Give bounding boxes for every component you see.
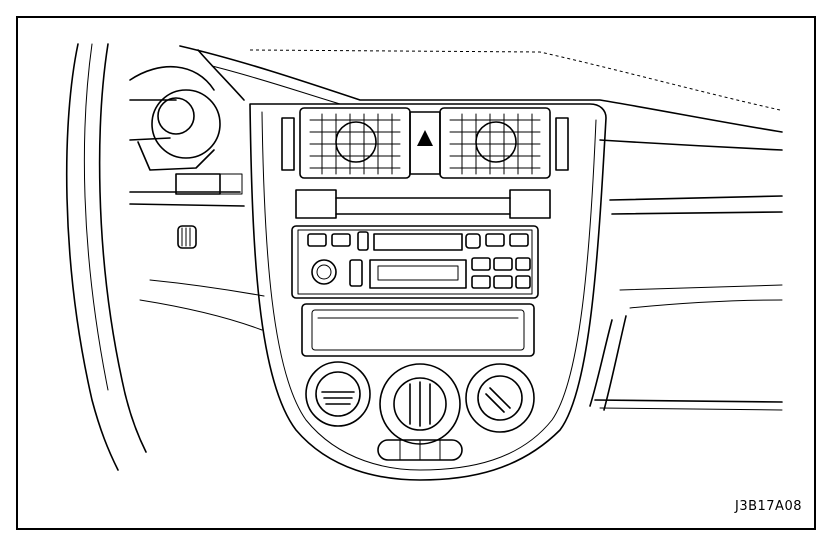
center-air-vents: [281, 107, 569, 179]
climate-controls: [305, 361, 535, 461]
radio-unit: [291, 225, 539, 299]
center-console: [249, 103, 607, 481]
storage-tray: [301, 303, 535, 357]
trim-strip: [295, 189, 551, 219]
steering-wheel: [65, 43, 221, 471]
dashboard-outline: [129, 45, 783, 411]
figure-code: J3B17A08: [734, 499, 802, 514]
